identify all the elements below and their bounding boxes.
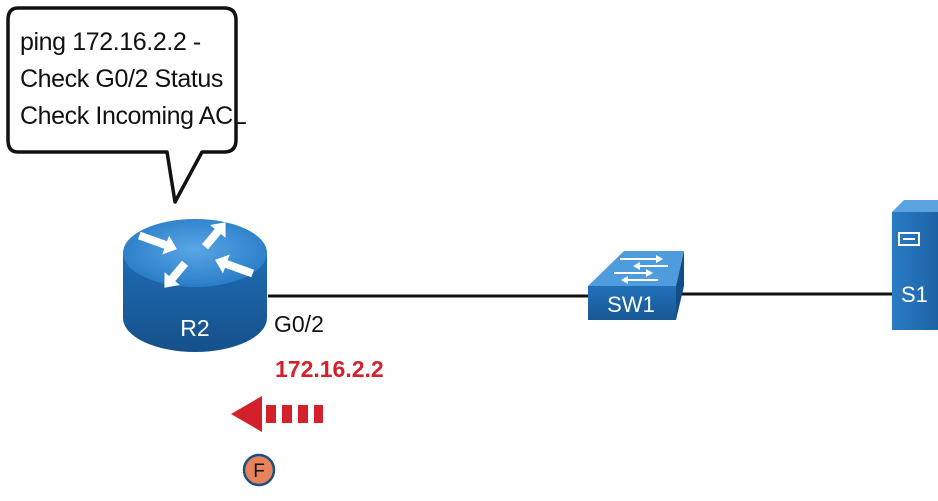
arrow-dash-3 [298,405,308,423]
server-top [892,200,938,212]
switch-label: SW1 [607,292,655,317]
router-arrows-icon [137,222,255,288]
interface-label: G0/2 [274,311,324,337]
switch-icon: SW1 [588,251,684,320]
step-marker: F [242,453,276,487]
destination-ip-label: 172.16.2.2 [275,356,384,382]
server-label: S1 [901,282,928,307]
arrow-head [231,396,262,432]
switch-arrows-icon [614,255,668,284]
dashed-arrow-left-icon [231,396,323,432]
callout-line-3: Check Incoming ACL [20,102,247,130]
server-front [892,212,938,330]
router-top [123,219,267,287]
server-icon: S1 [892,200,938,330]
switch-side [676,251,684,320]
arrow-dash-1 [266,405,276,423]
callout-line-1: ping 172.16.2.2 - [20,28,201,56]
router-icon: R2 [123,219,267,352]
callout-shape [6,6,238,204]
switch-front [588,286,676,320]
arrow-dash-4 [314,405,323,423]
step-label: F [253,461,265,482]
callout-line-2: Check G0/2 Status [20,65,223,93]
server-drive-slot [898,232,920,246]
network-links [268,292,894,298]
step-circle [242,453,276,487]
arrow-dash-2 [282,405,292,423]
callout-bubble: ping 172.16.2.2 - Check G0/2 Status Chec… [6,6,247,204]
router-label: R2 [180,315,209,341]
